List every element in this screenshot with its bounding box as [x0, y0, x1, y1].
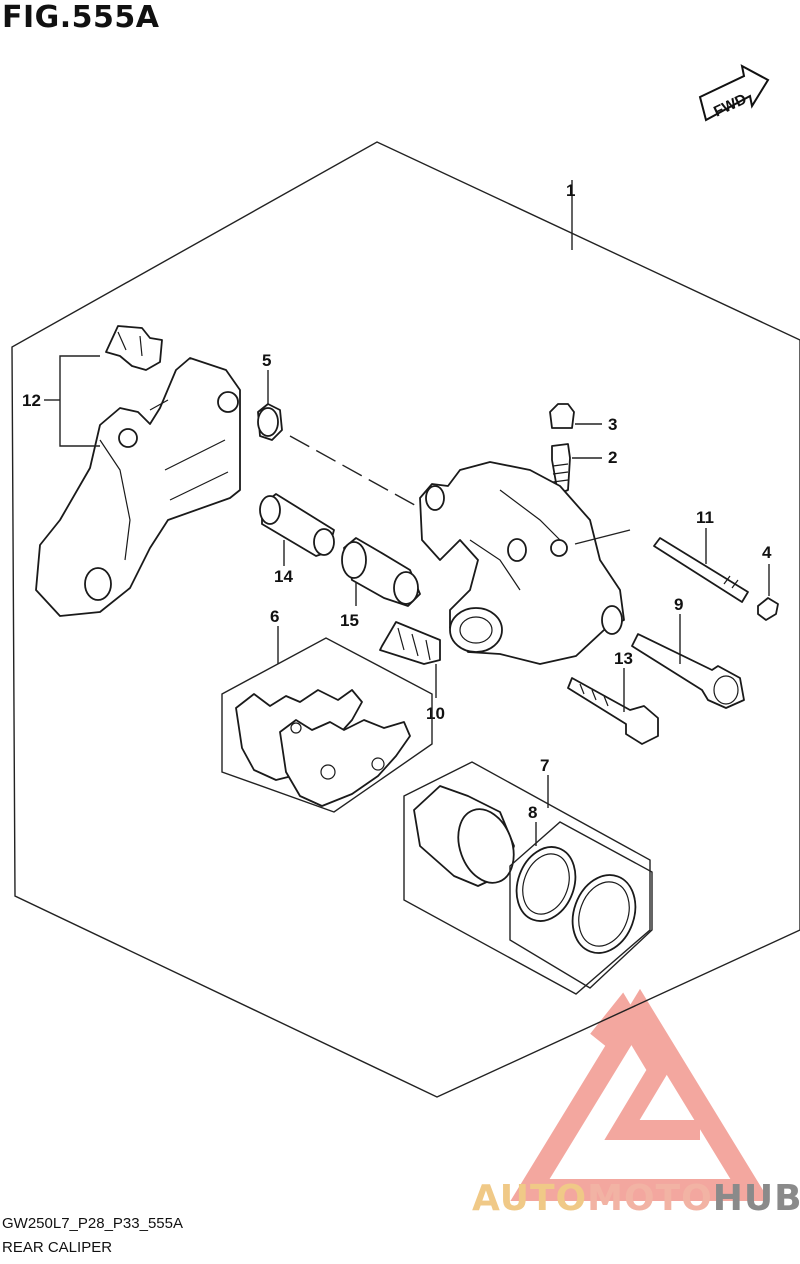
callout-3: 3	[608, 415, 617, 434]
figure-name: REAR CALIPER	[2, 1239, 113, 1256]
part-3-cap	[549, 403, 575, 429]
callout-9: 9	[674, 595, 683, 614]
callout-15: 15	[340, 611, 359, 630]
callout-14: 14	[274, 567, 293, 586]
part-2-bleeder	[551, 443, 571, 495]
callout-6: 6	[270, 607, 279, 626]
callout-13: 13	[614, 649, 633, 668]
callout-1: 1	[566, 181, 575, 200]
callout-8: 8	[528, 803, 537, 822]
brand-moto: MOTO	[587, 1178, 713, 1219]
brand-hub: HUB	[712, 1178, 800, 1219]
part-7-piston	[413, 785, 515, 887]
caliper-body	[419, 461, 625, 665]
part-9-bolt	[631, 633, 745, 709]
fwd-arrow-icon: FWD	[698, 64, 770, 122]
part-14-sleeve	[259, 493, 335, 557]
figure-title: FIG.555A	[2, 0, 160, 35]
automotohub-logo-icon	[510, 988, 770, 1201]
part-5-boot	[257, 403, 283, 441]
part-15-boot	[341, 537, 421, 607]
callout-10: 10	[426, 704, 445, 723]
part-6-pads	[235, 689, 411, 807]
part-10-spring	[379, 621, 441, 665]
watermark-brand: AUTOMOTOHUB	[472, 1178, 800, 1219]
callout-11: 11	[696, 508, 714, 527]
brand-auto: AUTO	[472, 1178, 588, 1219]
part-11-pin	[653, 537, 749, 603]
part-13-bolt	[567, 677, 659, 745]
part-12-bracket	[35, 325, 241, 617]
callout-5: 5	[262, 351, 271, 370]
part-8-seals	[515, 846, 637, 954]
callout-4: 4	[762, 543, 772, 562]
callout-2: 2	[608, 448, 617, 467]
callout-7: 7	[540, 756, 549, 775]
figure-code: GW250L7_P28_P33_555A	[2, 1215, 183, 1232]
callout-12: 12	[22, 391, 41, 410]
part-4-plug	[757, 597, 779, 621]
